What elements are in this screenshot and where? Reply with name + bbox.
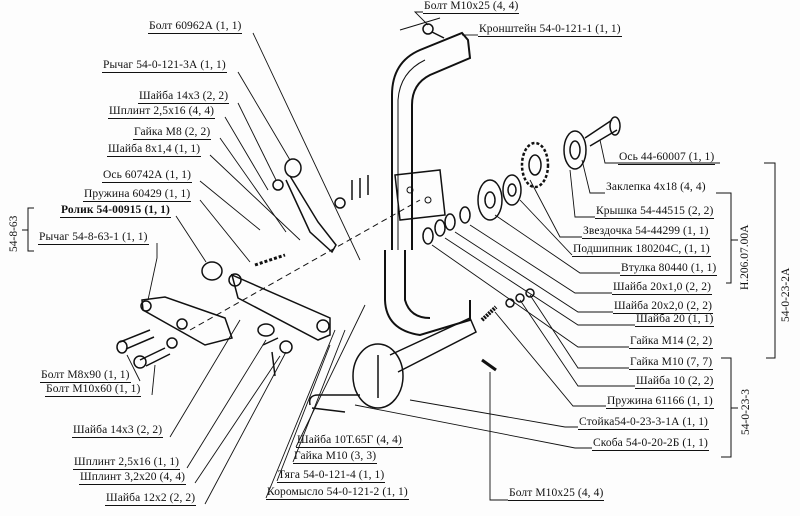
assembly-brackets bbox=[22, 162, 776, 458]
label-bolt-60962a: Болт 60962А (1, 1) bbox=[148, 20, 243, 34]
assembly-n206-07-00a: Н.206.07.00А bbox=[739, 224, 751, 291]
label-cotter-2-5x16-4: Шплинт 2,5х16 (4, 4) bbox=[108, 105, 216, 119]
label-spring-61166: Пружина 61166 (1, 1) bbox=[606, 395, 714, 409]
post-part bbox=[308, 288, 535, 413]
label-washer-14x3-bottom: Шайба 14х3 (2, 2) bbox=[72, 424, 164, 438]
label-clamp-20-2b: Скоба 54-0-20-2Б (1, 1) bbox=[592, 437, 709, 451]
label-spring-60429: Пружина 60429 (1, 1) bbox=[83, 188, 192, 202]
rocker-part bbox=[228, 253, 331, 377]
label-bushing-80440: Втулка 80440 (1, 1) bbox=[620, 262, 718, 276]
hinge-plate-part bbox=[394, 169, 446, 221]
label-bolt-m10x60: Болт М10х60 (1, 1) bbox=[45, 383, 142, 397]
label-roller-00915: Ролик 54-00915 (1, 1) bbox=[60, 204, 171, 218]
label-lever-8-63-1: Рычаг 54-8-63-1 (1, 1) bbox=[38, 231, 149, 245]
label-bracket-121-1: Кронштейн 54-0-121-1 (1, 1) bbox=[478, 23, 622, 37]
lever-54-8-63-1-part bbox=[116, 261, 233, 369]
assembly-54-0-23-2a: 54-0-23-2А bbox=[780, 267, 792, 322]
label-nut-m10-7: Гайка М10 (7, 7) bbox=[629, 356, 714, 370]
label-cotter-2-5x16-1: Шплинт 2,5х16 (1, 1) bbox=[73, 456, 181, 470]
label-rod-121-4: Тяга 54-0-121-4 (1, 1) bbox=[277, 469, 386, 483]
label-bolt-m10x25-top: Болт М10х25 (4, 4) bbox=[423, 0, 520, 14]
label-bolt-m10x25-bottom: Болт М10х25 (4, 4) bbox=[508, 487, 605, 501]
label-axle-44-60007: Ось 44-60007 (1, 1) bbox=[618, 151, 716, 165]
label-sprocket-44299: Звездочка 54-44299 (1, 1) bbox=[582, 225, 710, 239]
label-bolt-m8x90: Болт М8х90 (1, 1) bbox=[40, 369, 131, 383]
label-washer-14x3-top: Шайба 14х3 (2, 2) bbox=[138, 90, 230, 104]
sprocket-assembly-part bbox=[422, 116, 621, 245]
label-cotter-3-2x20: Шплинт 3,2х20 (4, 4) bbox=[79, 471, 187, 485]
bracket-part bbox=[384, 17, 472, 337]
label-lever-121-3a: Рычаг 54-0-121-3А (1, 1) bbox=[102, 59, 227, 73]
lever-part bbox=[272, 158, 369, 254]
label-bearing-180204c: Подшипник 180204С, (1, 1) bbox=[572, 243, 711, 257]
label-nut-m8: Гайка М8 (2, 2) bbox=[133, 126, 212, 140]
label-washer-8x1-4: Шайба 8х1,4 (1, 1) bbox=[107, 143, 202, 157]
label-washer-20: Шайба 20 (1, 1) bbox=[635, 313, 715, 327]
label-washer-10: Шайба 10 (2, 2) bbox=[635, 375, 715, 389]
label-nut-m14: Гайка М14 (2, 2) bbox=[629, 335, 714, 349]
leader-lines bbox=[126, 11, 720, 505]
label-axle-60742a: Ось 60742А (1, 1) bbox=[102, 169, 193, 183]
axis-line bbox=[189, 199, 421, 331]
label-washer-12x2: Шайба 12х2 (2, 2) bbox=[105, 492, 197, 506]
label-cover-44515: Крышка 54-44515 (2, 2) bbox=[595, 205, 715, 219]
label-washer-20x2-0: Шайба 20х2,0 (2, 2) bbox=[613, 300, 713, 314]
label-nut-m10-3: Гайка М10 (3, 3) bbox=[293, 450, 378, 464]
label-washer-10t65g: Шайба 10Т.65Г (4, 4) bbox=[296, 434, 403, 448]
label-washer-20x1-0: Шайба 20х1,0 (2, 2) bbox=[612, 281, 712, 295]
assembly-54-8-63: 54-8-63 bbox=[8, 215, 20, 252]
label-rocker-121-2: Коромысло 54-0-121-2 (1, 1) bbox=[266, 486, 409, 500]
assembly-54-0-23-3: 54-0-23-3 bbox=[740, 389, 752, 435]
label-post-23-3-1a: Стойка54-0-23-3-1А (1, 1) bbox=[578, 416, 709, 430]
label-rivet-4x18: Заклепка 4х18 (4, 4) bbox=[606, 181, 706, 193]
bolt-top-part bbox=[422, 23, 445, 39]
